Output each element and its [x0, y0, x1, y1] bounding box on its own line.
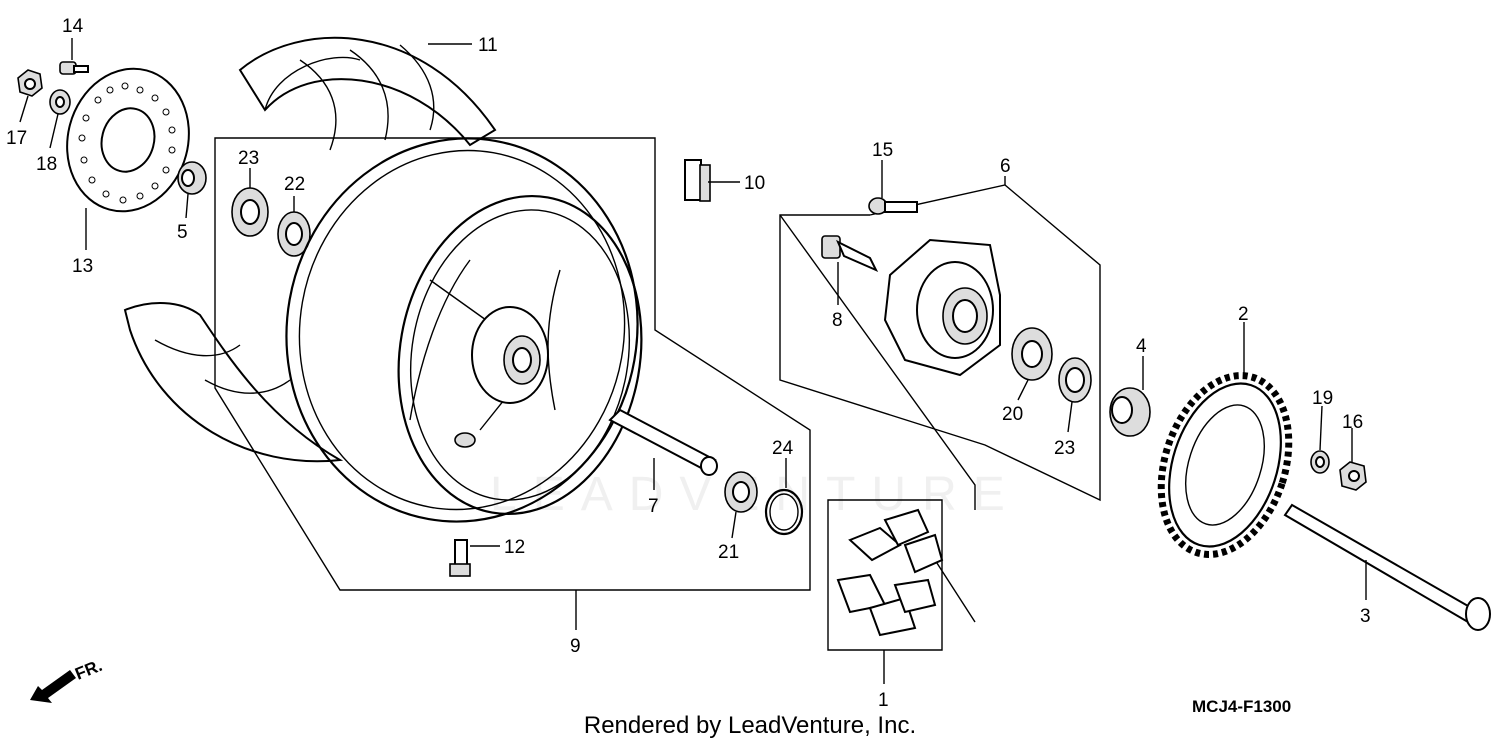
label-part-19: 19	[1312, 388, 1333, 409]
brake-disc	[66, 67, 190, 213]
label-part-4: 4	[1136, 336, 1147, 357]
label-part-20: 20	[1002, 404, 1023, 425]
label-part-24: 24	[772, 438, 794, 459]
sprocket-2	[1157, 372, 1293, 558]
label-part-6: 6	[1000, 156, 1011, 177]
label-part-2: 2	[1238, 304, 1249, 325]
nut-17	[17, 69, 43, 97]
rear-wheel	[285, 137, 643, 523]
front-direction-label: FR.	[72, 656, 105, 684]
damper-rubbers	[836, 508, 944, 637]
hub-group-bracket	[779, 184, 1101, 502]
label-part-17: 17	[6, 128, 27, 149]
label-part-13: 13	[72, 256, 93, 277]
seal-23-right	[1058, 357, 1092, 403]
label-part-3: 3	[1360, 606, 1371, 627]
bolt-14	[59, 61, 89, 75]
label-part-15: 15	[872, 140, 893, 161]
spacer-10	[684, 159, 711, 202]
bearing-20	[1011, 327, 1053, 381]
washer-18	[49, 89, 71, 115]
bolt-15	[868, 197, 918, 215]
collar-5	[177, 161, 207, 195]
axle-3	[1283, 503, 1491, 631]
label-part-23-right: 23	[1054, 438, 1075, 459]
label-part-23-left: 23	[238, 148, 259, 169]
sprocket-hub	[883, 238, 1001, 377]
tire-lower	[123, 302, 344, 463]
label-part-10: 10	[744, 173, 765, 194]
wheel-group-bracket	[214, 137, 811, 591]
nut-16	[1339, 461, 1367, 491]
label-part-5: 5	[177, 222, 188, 243]
label-part-1: 1	[878, 690, 889, 711]
valve-12	[449, 539, 471, 577]
label-part-21: 21	[718, 542, 739, 563]
oring-24	[764, 488, 804, 536]
diagram-code: MCJ4-F1300	[1192, 697, 1291, 716]
label-part-9: 9	[570, 636, 581, 657]
leader-lines	[19, 38, 1367, 684]
collar-4	[1109, 387, 1151, 437]
label-part-8: 8	[832, 310, 843, 331]
label-part-16: 16	[1342, 412, 1363, 433]
tire-upper	[238, 36, 497, 151]
label-part-22: 22	[284, 174, 305, 195]
front-direction-arrow: FR.	[30, 656, 105, 703]
label-part-18: 18	[36, 154, 57, 175]
bearing-23-left	[231, 187, 269, 237]
washer-19	[1310, 450, 1330, 474]
collar-7	[608, 408, 718, 476]
footer-credit: Rendered by LeadVenture, Inc.	[583, 712, 917, 739]
label-part-14: 14	[62, 16, 84, 37]
stud-8	[821, 235, 879, 273]
bearing-22	[277, 211, 311, 257]
label-part-7: 7	[648, 496, 659, 517]
bearing-21	[724, 471, 758, 513]
label-part-11: 11	[478, 35, 498, 56]
damper-group-bracket	[827, 499, 943, 651]
label-part-12: 12	[504, 537, 525, 558]
